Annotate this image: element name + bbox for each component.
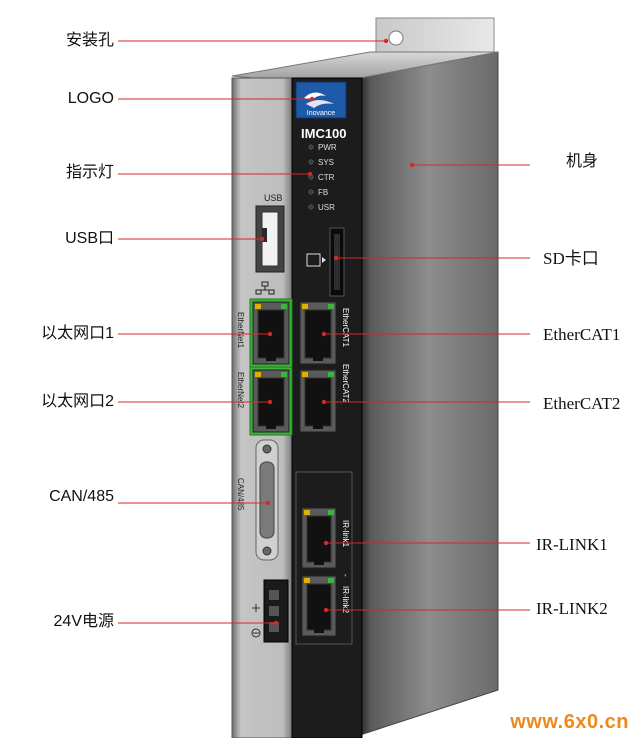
callout-usb: USB口 — [65, 230, 114, 247]
ethercat-port-2-led-icon — [302, 372, 308, 377]
led-label-ctr: CTR — [318, 173, 335, 182]
callout-sd: SD卡口 — [543, 249, 599, 268]
callout-mounting-hole: 安装孔 — [65, 32, 114, 49]
irlink1-label: IR-link1 — [341, 520, 350, 548]
callout-irlink2: IR-LINK2 — [536, 599, 608, 618]
can-label: CAN/485 — [236, 478, 245, 511]
ir-link-port-2-led-icon — [304, 578, 310, 583]
led-label-pwr: PWR — [318, 143, 337, 152]
irlink2-label: IR-link2 — [341, 586, 350, 614]
body-side — [359, 51, 499, 736]
callout-ethernet1: 以太网口1 — [41, 325, 114, 342]
watermark: www.6x0.cn — [510, 711, 629, 733]
power-icon — [252, 604, 260, 612]
power-connector[interactable] — [263, 579, 289, 643]
led-fb-icon — [308, 189, 314, 195]
logo-wave2-icon — [306, 100, 334, 108]
led-label-sys: SYS — [318, 158, 334, 167]
ethercat-port-1[interactable] — [299, 301, 337, 365]
callout-line-24v-dot — [273, 620, 279, 626]
led-label-fb: FB — [318, 188, 328, 197]
sd-card-slot[interactable] — [329, 227, 345, 297]
led-pwr-icon — [308, 144, 314, 150]
model-name: IMC100 — [301, 126, 347, 141]
ethercat-port-2[interactable] — [299, 369, 337, 433]
ethercat-ports — [299, 301, 337, 433]
callout-logo: LOGO — [67, 90, 114, 107]
callout-ethercat1: EtherCAT1 — [543, 325, 621, 344]
callout-body: 机身 — [566, 153, 599, 170]
can-485-connector[interactable] — [255, 439, 279, 561]
ir-link-port-1[interactable] — [301, 507, 337, 569]
logo-badge: Inovance — [295, 81, 347, 119]
ethernet1-label: EtherNet1 — [236, 312, 245, 349]
ground-icon — [251, 628, 261, 638]
callout-line-can485-dot — [265, 500, 271, 506]
ethernet2-label: EtherNet2 — [236, 372, 245, 409]
callout-line-indicator-dot — [307, 171, 313, 177]
ethernet-port-2-led-icon — [255, 372, 261, 377]
led-sys-icon — [308, 159, 314, 165]
callout-ethernet2: 以太网口2 — [41, 393, 114, 410]
callout-line-mounting-hole-dot — [383, 38, 389, 44]
callout-line-ethernet2-dot — [267, 399, 273, 405]
callout-line-irlink2-dot — [323, 607, 329, 613]
logo-brand: Inovance — [307, 110, 336, 117]
callout-indicator: 指示灯 — [65, 164, 114, 181]
led-label-usr: USR — [318, 203, 335, 212]
logo-wave-icon — [304, 92, 326, 100]
indicator-leds: PWR SYS CTR FB USR — [308, 143, 337, 212]
callout-irlink1: IR-LINK1 — [536, 535, 608, 554]
ir-link-frame — [295, 471, 353, 645]
callout-line-ethercat2-dot — [321, 399, 327, 405]
callout-ethercat2: EtherCAT2 — [543, 394, 621, 413]
callout-can485: CAN/485 — [49, 488, 114, 505]
ethernet-port-1-led-icon — [255, 304, 261, 309]
mounting-hole-icon — [388, 30, 404, 46]
callout-line-usb-dot — [259, 236, 265, 242]
ethercat-port-1-led-icon — [302, 304, 308, 309]
ethercat1-label: EtherCAT1 — [341, 308, 350, 348]
ir-link-port-1-led-icon — [304, 510, 310, 515]
network-icon — [255, 281, 275, 295]
callout-line-ethernet1-dot — [267, 331, 273, 337]
callout-line-logo-dot — [309, 96, 315, 102]
usb-label: USB — [264, 193, 283, 203]
led-usr-icon — [308, 204, 314, 210]
irlink-separator: - — [341, 574, 350, 577]
ethernet-ports — [249, 298, 293, 436]
ir-link-port-2[interactable] — [301, 575, 337, 637]
callout-line-irlink1-dot — [323, 540, 329, 546]
ethercat2-label: EtherCAT2 — [341, 364, 350, 404]
callout-lines — [118, 38, 530, 626]
callout-24v: 24V电源 — [53, 613, 114, 630]
callout-line-sd-dot — [333, 255, 339, 261]
callout-line-ethercat1-dot — [321, 331, 327, 337]
callout-line-body-dot — [409, 162, 415, 168]
sd-card-icon — [306, 253, 326, 267]
ir-link-ports — [301, 507, 337, 637]
